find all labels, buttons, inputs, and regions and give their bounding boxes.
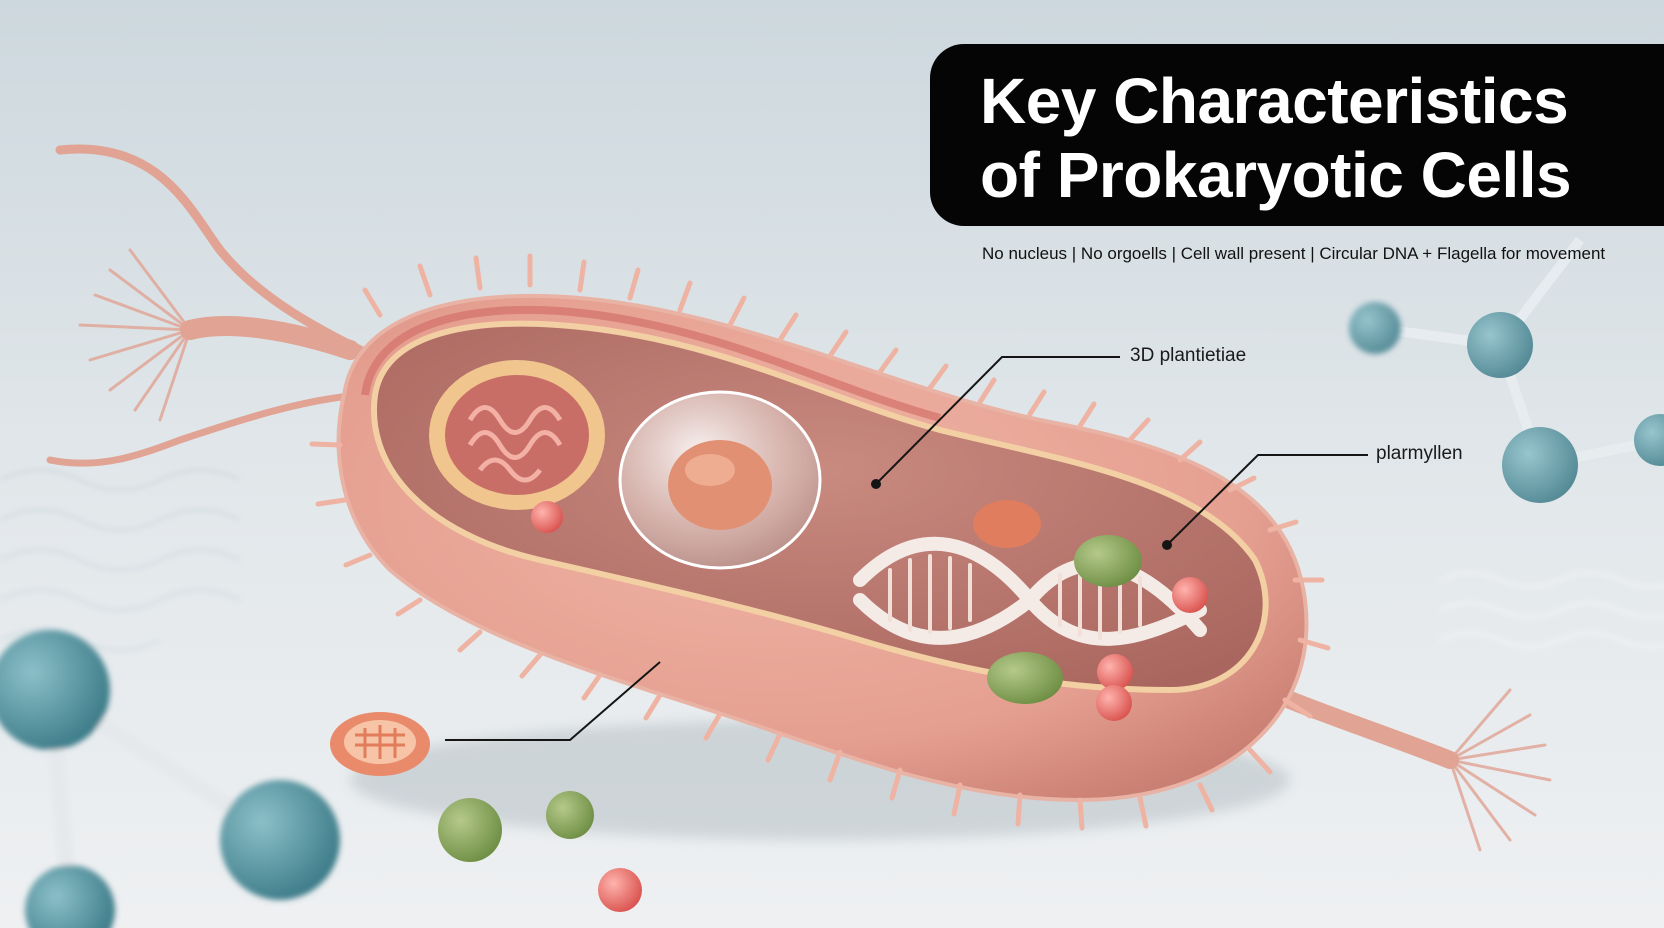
title-box: Key Characteristics of Prokaryotic Cells: [930, 44, 1664, 226]
floating-green-particle: [438, 798, 502, 862]
ribosome-ring: [429, 360, 605, 510]
background-mesh: [0, 469, 241, 651]
page-title-line-2: of Prokaryotic Cells: [980, 139, 1572, 211]
callout-dot: [1162, 540, 1172, 550]
molecule-model-right: [1349, 236, 1664, 503]
background-mesh-right: [1439, 571, 1664, 649]
callout-label-2: plarmyllen: [1376, 443, 1463, 464]
ribosome: [531, 501, 563, 533]
floating-green-particle: [546, 791, 594, 839]
ribosome: [1096, 685, 1132, 721]
pili: [309, 253, 1331, 831]
callout-dot: [871, 479, 881, 489]
ribosome: [1172, 577, 1208, 613]
flagellum-top-left: [46, 144, 385, 467]
flagellum-right: [1281, 688, 1552, 852]
dna-helix: [853, 536, 1207, 646]
characteristics-subtitle: No nucleus | No orgoells | Cell wall pre…: [982, 244, 1606, 263]
inclusion-green: [1074, 535, 1142, 587]
page-title-line-1: Key Characteristics: [980, 65, 1569, 137]
ribosome: [1097, 654, 1133, 690]
vacuole: [618, 390, 822, 570]
inclusion-orange: [973, 500, 1041, 548]
cell-wall-band: [361, 305, 942, 422]
callout-label-1: 3D plantietiae: [1130, 345, 1247, 366]
floating-red-particle: [598, 868, 642, 912]
callout-lines: [445, 356, 1368, 741]
molecule-model-left: [0, 630, 340, 928]
floating-disc: [330, 712, 430, 776]
inclusion-green-2: [987, 652, 1063, 704]
